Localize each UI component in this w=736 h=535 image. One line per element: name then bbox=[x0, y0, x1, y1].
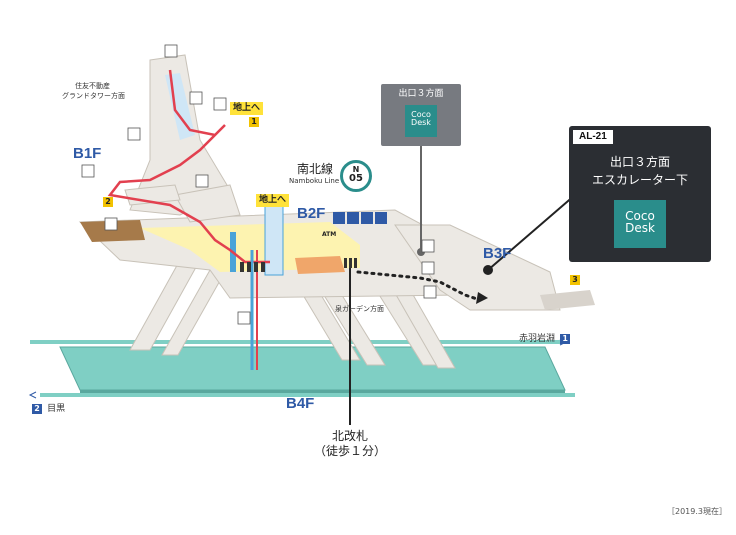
floor-label-b2f: B2F bbox=[297, 205, 326, 222]
coco-desk-badge-small: Coco Desk bbox=[405, 105, 437, 137]
coco-desk-badge-large: Coco Desk bbox=[614, 200, 666, 248]
floor-label-b1f: B1F bbox=[73, 145, 102, 162]
exit-marker-1: 1 bbox=[249, 117, 259, 127]
line-name-en: Namboku Line bbox=[289, 177, 340, 185]
b2f-concourse bbox=[78, 204, 461, 299]
al21-leader-dot bbox=[483, 265, 493, 275]
line-number: 05 bbox=[349, 173, 363, 184]
arrow-left-meguro bbox=[28, 391, 37, 399]
al21-callout: AL-21 出口３方面 エスカレーター下 Coco Desk bbox=[569, 126, 711, 262]
exit-marker-3: 3 bbox=[570, 275, 580, 285]
gate-icons bbox=[240, 258, 357, 272]
coco-text-2: Desk bbox=[411, 118, 431, 127]
restroom-icons bbox=[333, 212, 387, 224]
sumitomo-label-1: 住友不動産 bbox=[75, 82, 110, 90]
atm-label: ATM bbox=[322, 231, 337, 238]
coco-text-large-1: Coco bbox=[625, 209, 655, 223]
coco-text-large-2: Desk bbox=[625, 221, 655, 235]
al21-code: AL-21 bbox=[573, 130, 613, 144]
al21-line2: エスカレーター下 bbox=[591, 173, 688, 187]
b4f-platform bbox=[30, 340, 575, 397]
direction-akabane: 赤羽岩淵 1 bbox=[519, 328, 571, 344]
line-name-ja: 南北線 bbox=[297, 162, 334, 176]
b3f-area bbox=[394, 224, 595, 311]
sumitomo-label-2: グランドタワー方面 bbox=[62, 92, 125, 100]
exit3-callout: 出口３方面 Coco Desk bbox=[381, 84, 461, 146]
akabane-badge: 1 bbox=[560, 334, 571, 344]
accessible-route bbox=[107, 69, 270, 264]
direction-meguro: 2 目黒 bbox=[32, 398, 65, 414]
stair-legs bbox=[129, 259, 456, 369]
coco-text-1: Coco bbox=[411, 110, 431, 119]
facility-icons bbox=[81, 44, 437, 325]
izumi-garden-label: 泉ガーデン方面 bbox=[335, 305, 384, 313]
b1f-passages bbox=[124, 54, 241, 223]
date-footnote: ［2019.3現在］ bbox=[667, 507, 727, 516]
meguro-badge: 2 bbox=[32, 404, 42, 414]
floor-label-b4f: B4F bbox=[286, 395, 315, 412]
floor-label-b3f: B3F bbox=[483, 245, 512, 262]
akabane-label: 赤羽岩淵 bbox=[519, 334, 556, 344]
to-ground-tag-1: 地上へ bbox=[230, 102, 264, 115]
north-gate-label: 北改札 （徒歩１分） bbox=[300, 430, 400, 457]
al21-leader bbox=[487, 194, 576, 271]
north-gate-line1: 北改札 bbox=[331, 429, 368, 443]
al21-line1: 出口３方面 bbox=[609, 155, 670, 169]
exit-marker-2: 2 bbox=[103, 197, 113, 207]
to-ground-tag-2: 地上へ bbox=[256, 194, 290, 207]
north-gate-line2: （徒歩１分） bbox=[313, 444, 386, 458]
walking-path bbox=[356, 270, 482, 302]
namboku-line-badge: N 05 bbox=[340, 160, 372, 192]
exit3-callout-title: 出口３方面 bbox=[398, 89, 444, 99]
path-arrowhead bbox=[476, 292, 488, 304]
line-letter: N bbox=[352, 165, 360, 174]
meguro-label: 目黒 bbox=[47, 404, 66, 414]
